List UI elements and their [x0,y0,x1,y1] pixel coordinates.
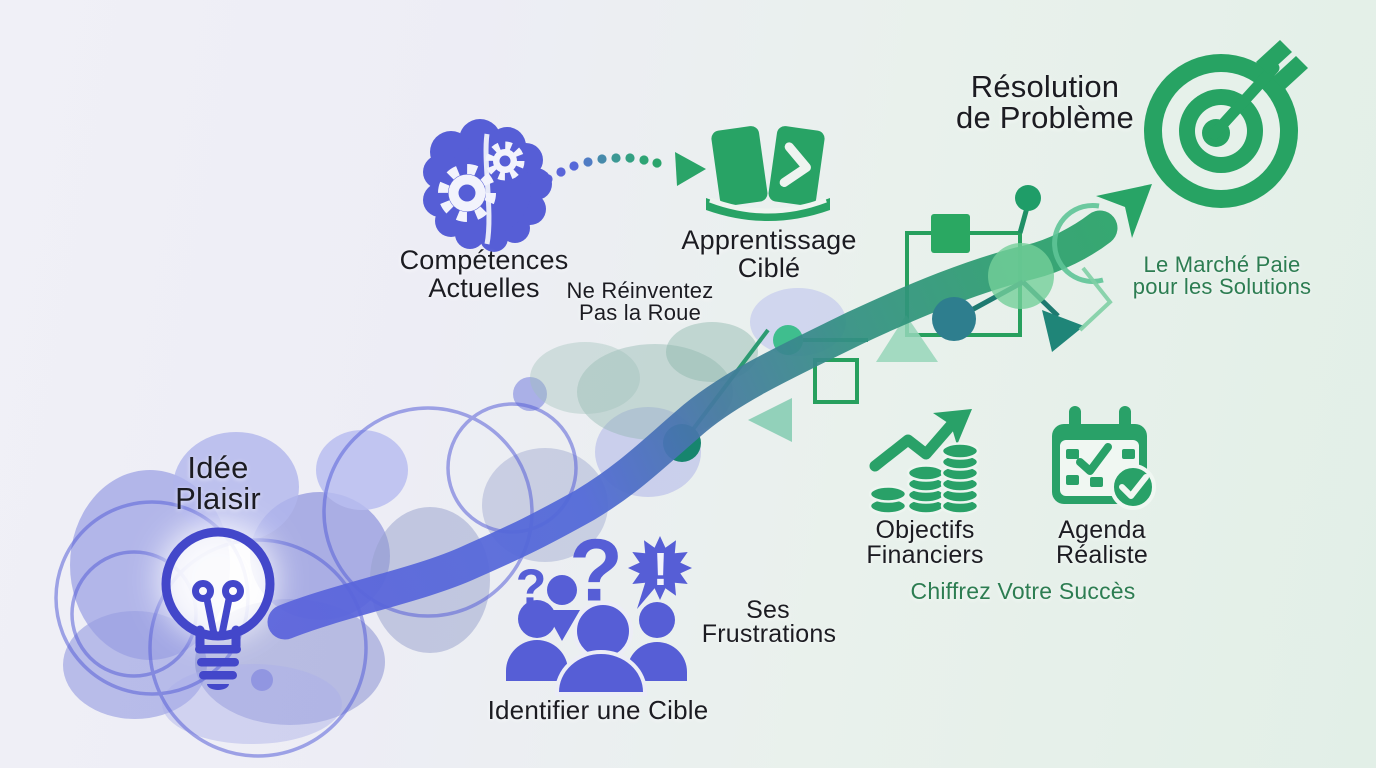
label-idee-line2: Plaisir [175,481,261,516]
ribbon-arrowhead [1096,184,1152,238]
label-apprentissage-line1: Apprentissage [681,225,857,255]
label-competences-line1: Compétences [399,245,569,275]
label-objectifs-line2: Financiers [866,541,984,569]
lightbulb-icon [161,527,275,690]
ring-doodles [54,402,578,758]
network-shapes-under [663,214,1022,462]
dotted-curve-arrow [543,152,706,186]
caption-marche-line2: pour les Solutions [1132,274,1312,299]
target-dart-icon [1144,40,1308,208]
exclamation-glyph: ! [653,543,668,595]
caption-chiffrez: Chiffrez Votre Succès [910,578,1136,604]
people-group-icon: ? ? ! [506,521,692,696]
label-objectifs-line1: Objectifs [875,516,975,544]
label-idee-line1: Idée [187,450,249,485]
network-shapes-over [932,185,1113,352]
question-mark-large-icon: ? [569,521,623,620]
coins-growth-icon [868,409,980,515]
open-book-icon [706,126,830,221]
gear-large-icon [438,164,496,222]
calendar-check-icon [1052,406,1156,510]
label-identifier-cible: Identifier une Cible [487,695,709,725]
caption-reinventez-line1: Ne Réinventez [566,278,714,303]
label-competences-line2: Actuelles [428,273,540,303]
caption-marche-line1: Le Marché Paie [1143,252,1301,277]
gear-small-icon [485,141,525,181]
label-apprentissage-line2: Ciblé [737,253,801,283]
brain-gears-icon [423,119,552,252]
label-frustrations-line2: Frustrations [701,620,837,648]
label-frustrations-line1: Ses [746,596,790,624]
question-mark-small-icon: ? [516,559,547,615]
exclamation-burst-icon: ! [628,536,692,609]
caption-reinventez-line2: Pas la Roue [578,300,702,325]
label-resolution-line1: Résolution [970,69,1120,104]
label-agenda-line1: Agenda [1058,516,1146,544]
label-agenda-line2: Réaliste [1056,541,1148,569]
dotted-arrowhead [675,152,706,186]
label-resolution-line2: de Problème [956,100,1134,135]
